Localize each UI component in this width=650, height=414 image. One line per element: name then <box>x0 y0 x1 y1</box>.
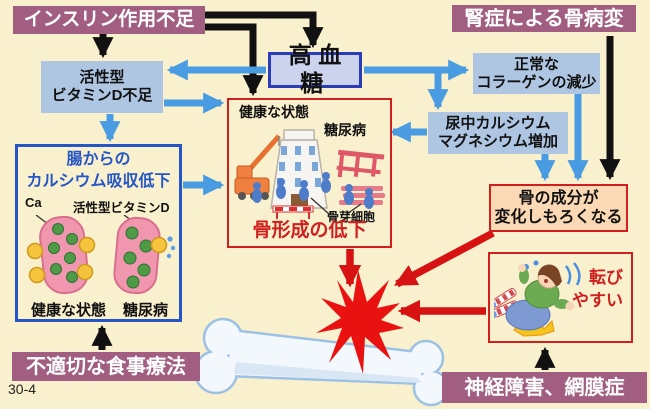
construction-illustration <box>234 129 385 219</box>
diabetes-label: 糖尿病 <box>123 302 169 319</box>
ca-label: Ca <box>25 195 42 210</box>
arrow-insulin-to-hyperglycemia <box>204 11 324 49</box>
red-arrows <box>338 229 495 323</box>
node-line: 変化しもろくなる <box>494 209 623 226</box>
node-line: マグネシウム増加 <box>437 133 558 150</box>
node-fall-risk: 転び やすい <box>488 252 633 343</box>
fall-caption: 転び やすい <box>572 267 623 313</box>
node-title-line: 腸からの <box>66 151 131 168</box>
arrow-component-to-fracture <box>394 229 495 288</box>
node-vitamin-d-deficiency: 活性型 ビタミンD不足 <box>41 61 163 113</box>
healthy-label: 健康な状態 <box>239 104 309 120</box>
node-line: 活性型 <box>79 69 125 86</box>
vitamin-d-label: 活性型ビタミンD <box>73 201 170 215</box>
node-label: 高血糖 <box>288 42 348 96</box>
healthy-label: 健康な状態 <box>31 302 107 319</box>
node-collagen-decrease: 正常な コラーゲンの減少 <box>473 53 600 94</box>
falling-person-illustration <box>494 260 581 337</box>
diabetes-label: 糖尿病 <box>324 122 366 138</box>
node-line: コラーゲンの減少 <box>476 73 597 91</box>
node-bone-component-change: 骨の成分が 変化しもろくなる <box>489 184 628 232</box>
node-label: 神経障害、網膜症 <box>464 376 625 399</box>
formation-caption: 骨形成の低下 <box>252 220 367 242</box>
intestine-illustration <box>26 215 176 295</box>
node-intestine-absorption: 腸からの カルシウム吸収低下 Ca 活性型ビタミンD 健康な状態 <box>15 144 182 322</box>
node-hyperglycemia: 高血糖 <box>268 42 362 96</box>
node-line: 骨の成分が <box>518 189 599 207</box>
bottom-margin <box>0 409 650 414</box>
node-nephropathy-bone-lesion: 腎症による骨病変 <box>452 5 636 32</box>
node-label: 不適切な食事療法 <box>26 355 186 378</box>
node-label: 腎症による骨病変 <box>464 7 624 30</box>
node-label: インスリン作用不足 <box>23 8 195 30</box>
slide-number: 30-4 <box>8 381 37 397</box>
node-line: 正常な <box>513 55 559 73</box>
node-bone-formation: 健康な状態 糖尿病 <box>227 98 392 248</box>
fracture-starburst-icon <box>316 270 404 374</box>
node-line: ビタミンD不足 <box>51 87 153 104</box>
arrow-insulin-to-formation <box>204 23 264 97</box>
node-insulin-deficiency: インスリン作用不足 <box>13 6 205 34</box>
node-urinary-calcium-increase: 尿中カルシウム マグネシウム増加 <box>428 112 568 154</box>
fall-caption-line: 転び <box>589 268 623 287</box>
node-neuropathy-retinopathy: 神経障害、網膜症 <box>442 372 647 403</box>
node-title-line: カルシウム吸収低下 <box>26 173 171 191</box>
fall-caption-line: やすい <box>572 290 623 310</box>
osteoblast-label: 骨芽細胞 <box>327 210 376 224</box>
node-improper-diet: 不適切な食事療法 <box>12 352 200 381</box>
blue-arrows <box>99 59 589 196</box>
node-line: 尿中カルシウム <box>445 115 551 132</box>
